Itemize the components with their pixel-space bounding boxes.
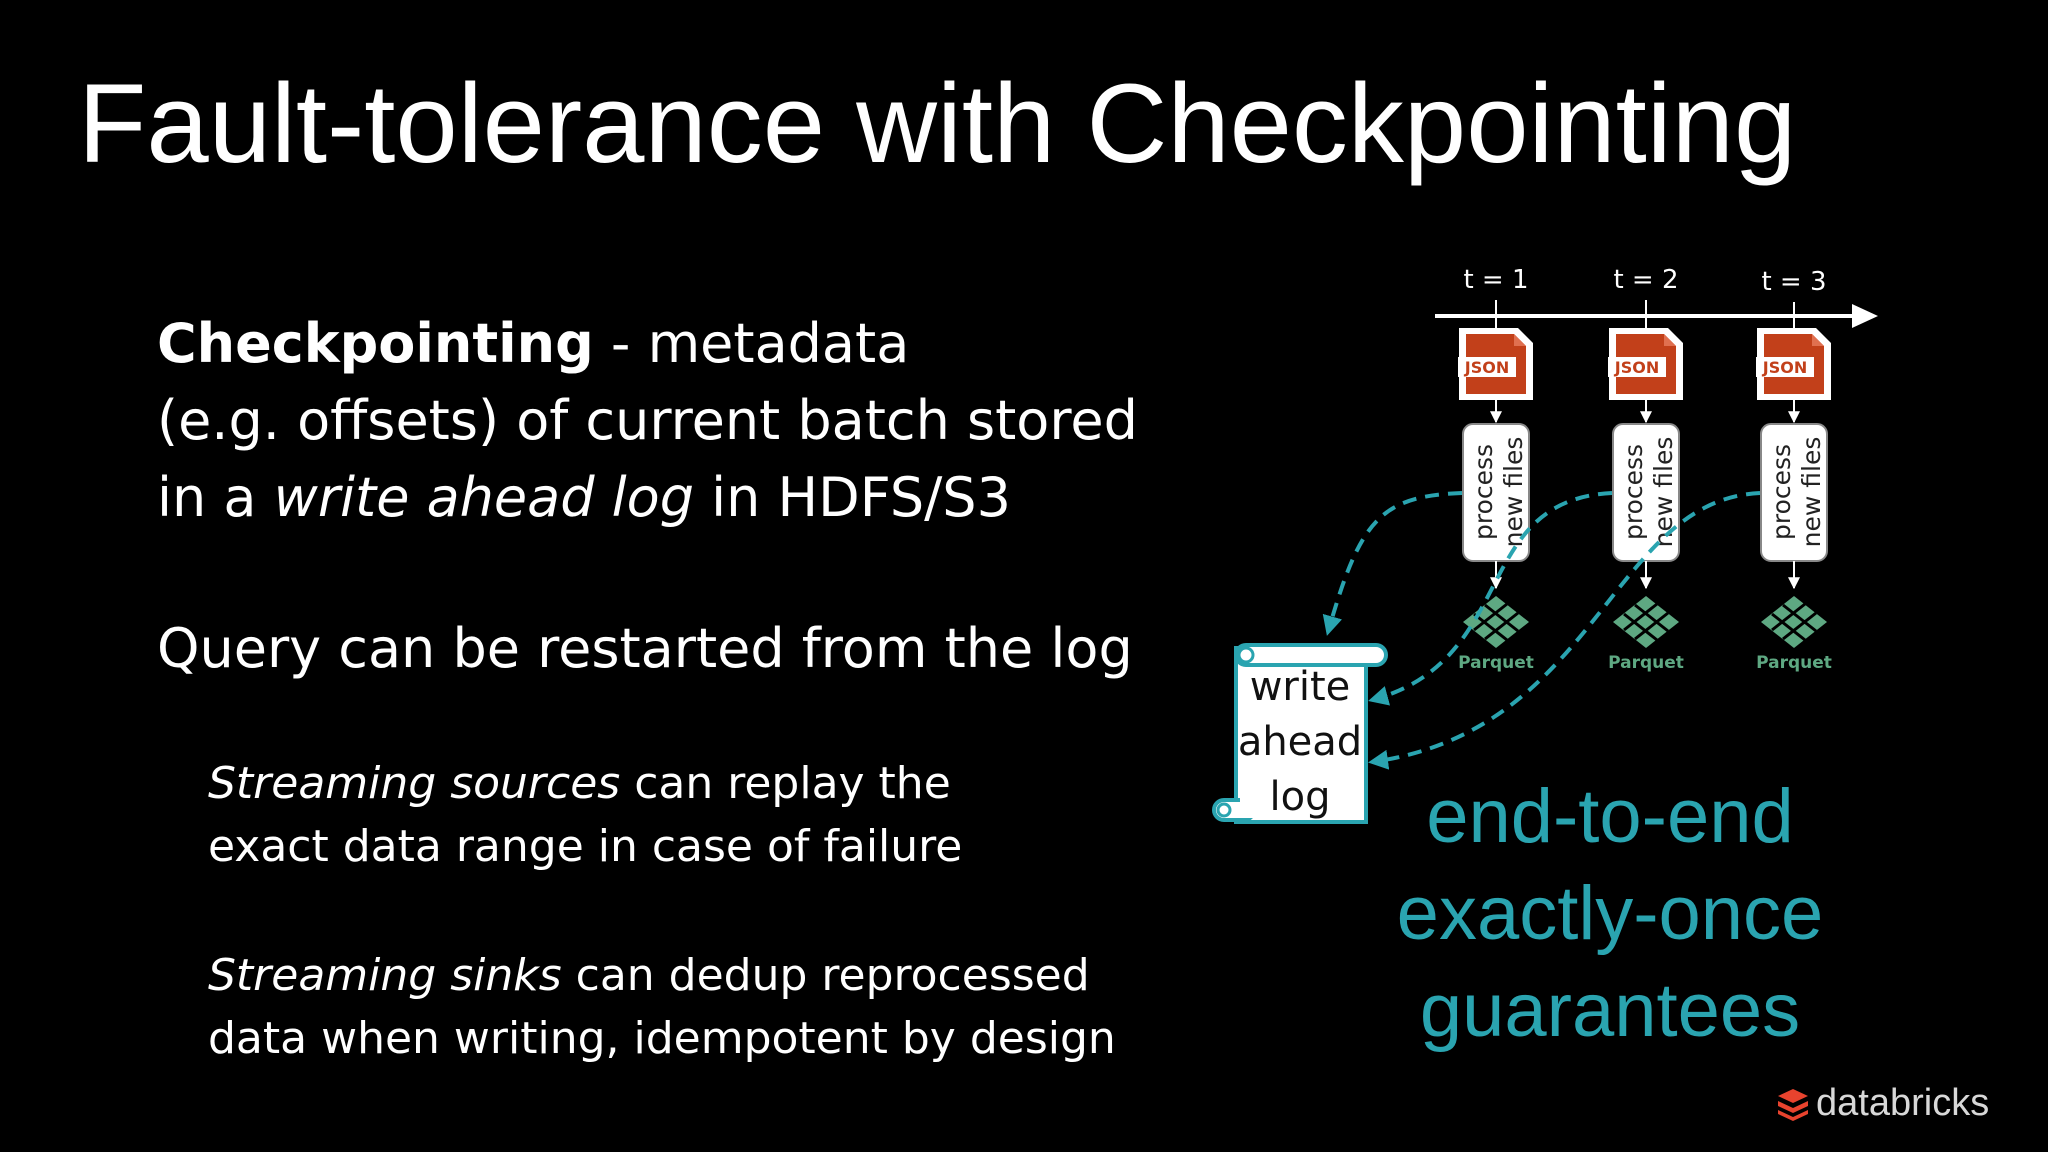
checkpoint-arrow-2 [1368, 491, 1613, 706]
parquet-label: Parquet [1608, 653, 1684, 673]
process-label-2: new files [1797, 437, 1826, 548]
parquet-icon [1613, 596, 1679, 648]
timestep-label: t = 1 [1463, 265, 1528, 295]
log-line-3: log [1270, 774, 1331, 820]
sources-paragraph: Streaming sources can replay the exact d… [208, 752, 962, 878]
sinks-line2: data when writing, idempotent by design [208, 1013, 1116, 1064]
process-label-1: process [1767, 444, 1796, 540]
checkpointing-line3-post: in HDFS/S3 [693, 466, 1011, 529]
checkpoint-arrow-1 [1322, 491, 1463, 636]
guarantee-line-2: exactly-once [1396, 871, 1824, 956]
slide-title: Fault-tolerance with Checkpointing [78, 61, 1797, 186]
json-badge: JSON [1762, 358, 1807, 377]
sources-line2: exact data range in case of failure [208, 821, 963, 872]
databricks-logo-icon [1778, 1088, 1808, 1121]
json-badge: JSON [1614, 358, 1659, 377]
sources-line1: can replay the [620, 758, 951, 809]
checkpointing-line1: - metadata [593, 312, 910, 375]
databricks-logo: databricks [1776, 1082, 1989, 1125]
timestep-label: t = 3 [1761, 267, 1826, 297]
timestep-1: t = 1 JSON process new files Parquet [1458, 265, 1534, 673]
streaming-sources-term: Streaming sources [208, 758, 621, 809]
checkpointing-paragraph: Checkpointing - metadata (e.g. offsets) … [157, 305, 1138, 536]
parquet-icon [1463, 596, 1529, 648]
checkpoint-arrow-3 [1368, 491, 1761, 770]
write-ahead-log-scroll: write ahead log [1212, 643, 1388, 824]
timestep-2: t = 2 JSON process new files Parquet [1608, 265, 1684, 673]
parquet-icon [1761, 596, 1827, 648]
process-label-1: process [1619, 444, 1648, 540]
sinks-paragraph: Streaming sinks can dedup reprocessed da… [208, 944, 1116, 1070]
timeline-arrowhead [1852, 304, 1878, 328]
guarantee-text: end-to-end exactly-once guarantees [1370, 768, 1850, 1059]
process-label-2: new files [1499, 437, 1528, 548]
streaming-sinks-term: Streaming sinks [208, 950, 562, 1001]
timestep-3: t = 3 JSON process new files Parquet [1756, 267, 1832, 673]
json-file-icon: JSON [1608, 328, 1683, 400]
checkpointing-line3-pre: in a [157, 466, 274, 529]
sinks-line1: can dedup reprocessed [561, 950, 1090, 1001]
checkpointing-line2: (e.g. offsets) of current batch stored [157, 389, 1138, 452]
checkpointing-term: Checkpointing [157, 312, 594, 375]
databricks-logo-text: databricks [1816, 1082, 1990, 1124]
log-line-2: ahead [1238, 719, 1362, 765]
parquet-label: Parquet [1458, 653, 1534, 673]
log-line-1: write [1250, 664, 1351, 710]
write-ahead-log-term: write ahead log [273, 466, 694, 529]
process-label-1: process [1469, 444, 1498, 540]
guarantee-line-1: end-to-end [1426, 774, 1794, 859]
json-file-icon: JSON [1458, 328, 1533, 400]
json-badge: JSON [1464, 358, 1509, 377]
parquet-label: Parquet [1756, 653, 1832, 673]
timestep-label: t = 2 [1613, 265, 1678, 295]
json-file-icon: JSON [1756, 328, 1831, 400]
restart-text: Query can be restarted from the log [157, 617, 1133, 680]
guarantee-line-3: guarantees [1419, 968, 1801, 1053]
